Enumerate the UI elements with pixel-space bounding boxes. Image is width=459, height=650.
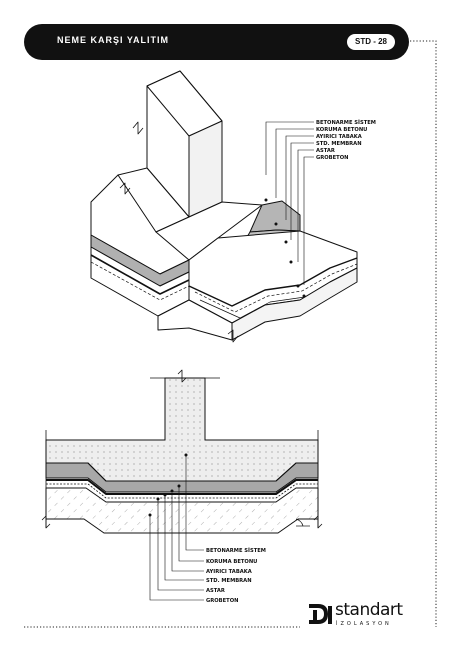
brand-tagline: İZOLASYON	[336, 621, 392, 627]
brand-logo-icon	[309, 604, 332, 624]
section-leaders	[148, 453, 204, 601]
section-label-membran: STD. MEMBRAN	[206, 578, 252, 584]
section-labels: BETONARME SİSTEM KORUMA BETONU AYIRICI T…	[206, 547, 266, 604]
isometric-view	[90, 70, 358, 343]
detail-code-badge: STD - 28	[347, 34, 395, 50]
section-label-betonarme: BETONARME SİSTEM	[206, 547, 266, 554]
title-bar: NEME KARŞI YALITIM STD - 28	[24, 24, 409, 60]
iso-labels: BETONARME SİSTEM KORUMA BETONU AYIRICI T…	[316, 119, 376, 161]
section-label-ayirici: AYIRICI TABAKA	[206, 569, 252, 575]
brand-name: standart	[335, 600, 403, 620]
iso-label-astar: ASTAR	[316, 148, 335, 154]
section-label-astar: ASTAR	[206, 588, 225, 594]
section-label-grobeton: GROBETON	[206, 598, 238, 604]
iso-leaders	[264, 121, 314, 298]
dotted-frame	[24, 40, 437, 628]
page-title: NEME KARŞI YALITIM	[57, 35, 170, 45]
section-label-koruma: KORUMA BETONU	[206, 559, 257, 565]
iso-label-membran: STD. MEMBRAN	[316, 141, 362, 147]
iso-label-betonarme: BETONARME SİSTEM	[316, 119, 376, 126]
iso-label-ayirici: AYIRICI TABAKA	[316, 134, 362, 140]
iso-label-grobeton: GROBETON	[316, 155, 348, 161]
iso-label-koruma: KORUMA BETONU	[316, 127, 367, 133]
section-view	[41, 369, 323, 534]
